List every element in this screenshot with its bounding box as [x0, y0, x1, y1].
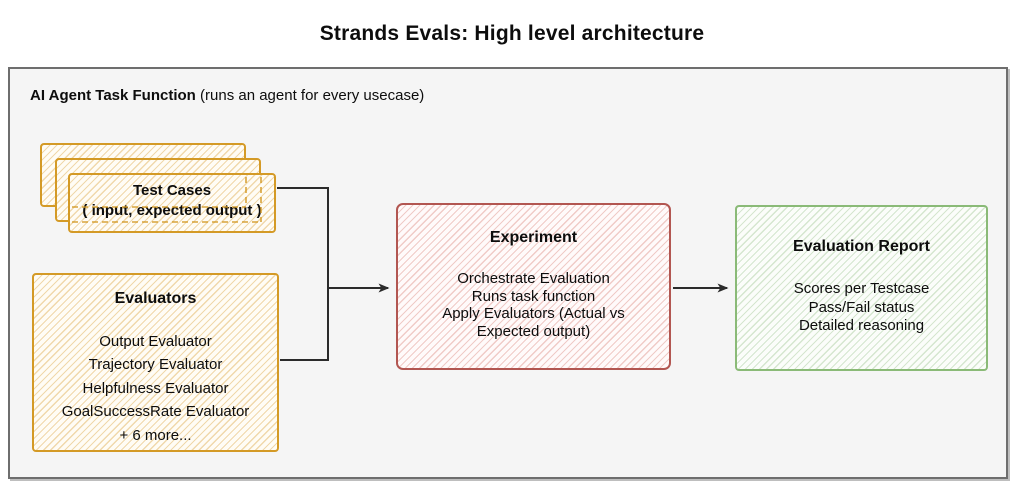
- list-item: Apply Evaluators (Actual vs Expected out…: [442, 305, 625, 340]
- container-label-note: (runs an agent for every usecase): [200, 87, 425, 104]
- list-item: Orchestrate Evaluation: [457, 270, 610, 287]
- page-title: Strands Evals: High level architecture: [319, 22, 705, 45]
- list-item: Scores per Testcase: [793, 280, 930, 297]
- container-label: AI Agent Task Function (runs an agent fo…: [30, 87, 424, 104]
- list-item: + 6 more...: [119, 426, 192, 444]
- test-cases-title: Test Cases: [132, 182, 212, 199]
- evaluators-node: Evaluators Output Evaluator Trajectory E…: [32, 273, 279, 452]
- list-item: Helpfulness Evaluator: [82, 379, 229, 397]
- evaluators-title: Evaluators: [114, 290, 197, 307]
- evaluators-list: Output Evaluator Trajectory Evaluator He…: [34, 330, 277, 447]
- experiment-list: Orchestrate Evaluation Runs task functio…: [398, 270, 669, 340]
- list-item: Runs task function: [471, 287, 596, 305]
- experiment-title: Experiment: [489, 229, 578, 246]
- evaluation-report-node: Evaluation Report Scores per Testcase Pa…: [735, 205, 988, 371]
- evaluation-report-list: Scores per Testcase Pass/Fail status Det…: [737, 280, 986, 336]
- test-cases-node: Test Cases ( input, expected output ): [68, 173, 276, 233]
- experiment-node: Experiment Orchestrate Evaluation Runs t…: [396, 203, 671, 370]
- container-label-bold: AI Agent Task Function: [30, 87, 196, 104]
- list-item: Output Evaluator: [99, 333, 212, 350]
- list-item: GoalSuccessRate Evaluator: [61, 403, 250, 421]
- test-cases-subtitle: ( input, expected output ): [82, 202, 262, 219]
- evaluation-report-title: Evaluation Report: [793, 238, 930, 255]
- list-item: Detailed reasoning: [798, 317, 925, 334]
- list-item: Trajectory Evaluator: [88, 356, 223, 374]
- list-item: Pass/Fail status: [808, 298, 915, 316]
